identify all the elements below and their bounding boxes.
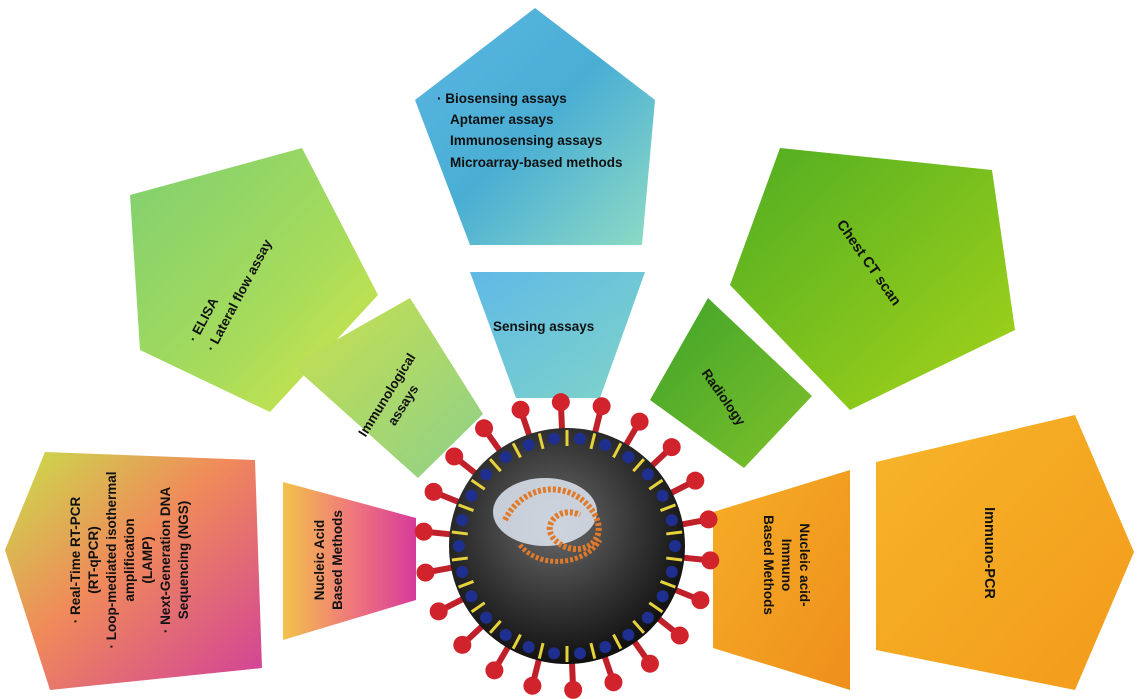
nucleic-immuno-title: Nucleic acid- Immuno Based Methods: [761, 515, 812, 615]
svg-text:Based Methods: Based Methods: [330, 510, 345, 610]
sensing-title-shape: [470, 272, 645, 398]
svg-text:Sequencing (NGS): Sequencing (NGS): [176, 501, 191, 620]
nucleic-immuno-title-shape: [713, 470, 850, 690]
nucleic-immuno-item: Immuno-PCR: [981, 507, 997, 599]
svg-text:(RT-qPCR): (RT-qPCR): [86, 526, 101, 594]
sensing-item: · Biosensing assays: [437, 91, 567, 106]
nucleic-acid-title: Nucleic Acid Based Methods: [312, 510, 345, 610]
svg-text:Based Methods: Based Methods: [761, 515, 776, 615]
nucleic-immuno-items-pentagon: [876, 415, 1134, 690]
nucleic-acid-items-pentagon: [5, 452, 262, 690]
svg-text:· Next-Generation DNA: · Next-Generation DNA: [158, 487, 173, 634]
svg-text:(LAMP): (LAMP): [140, 536, 155, 583]
sensing-item: Immunosensing assays: [450, 133, 602, 148]
sensing-item: Aptamer assays: [450, 112, 554, 127]
sensing-item: Microarray-based methods: [450, 155, 623, 170]
svg-text:Nucleic Acid: Nucleic Acid: [312, 520, 327, 601]
immunological-title-shape: [292, 298, 483, 478]
sensing-items-pentagon: [415, 8, 655, 245]
radiology-title-shape: [650, 298, 812, 468]
svg-text:· Loop-mediated isothermal: · Loop-mediated isothermal: [104, 471, 119, 648]
svg-text:· Real-Time RT-PCR: · Real-Time RT-PCR: [68, 496, 83, 623]
radiology-items-pentagon: [730, 148, 1015, 410]
sensing-title: Sensing assays: [493, 319, 594, 334]
svg-text:Nucleic acid-: Nucleic acid-: [797, 523, 812, 606]
nucleic-acid-title-shape: [283, 482, 416, 640]
svg-text:Immuno: Immuno: [779, 539, 794, 592]
immunological-items-pentagon: [130, 148, 378, 412]
coronavirus-image: [414, 393, 720, 699]
svg-text:amplification: amplification: [122, 518, 137, 601]
nucleic-acid-items-list: · Real-Time RT-PCR (RT-qPCR) · Loop-medi…: [68, 471, 191, 648]
sensing-items-list: · Biosensing assays Aptamer assays Immun…: [437, 91, 623, 170]
